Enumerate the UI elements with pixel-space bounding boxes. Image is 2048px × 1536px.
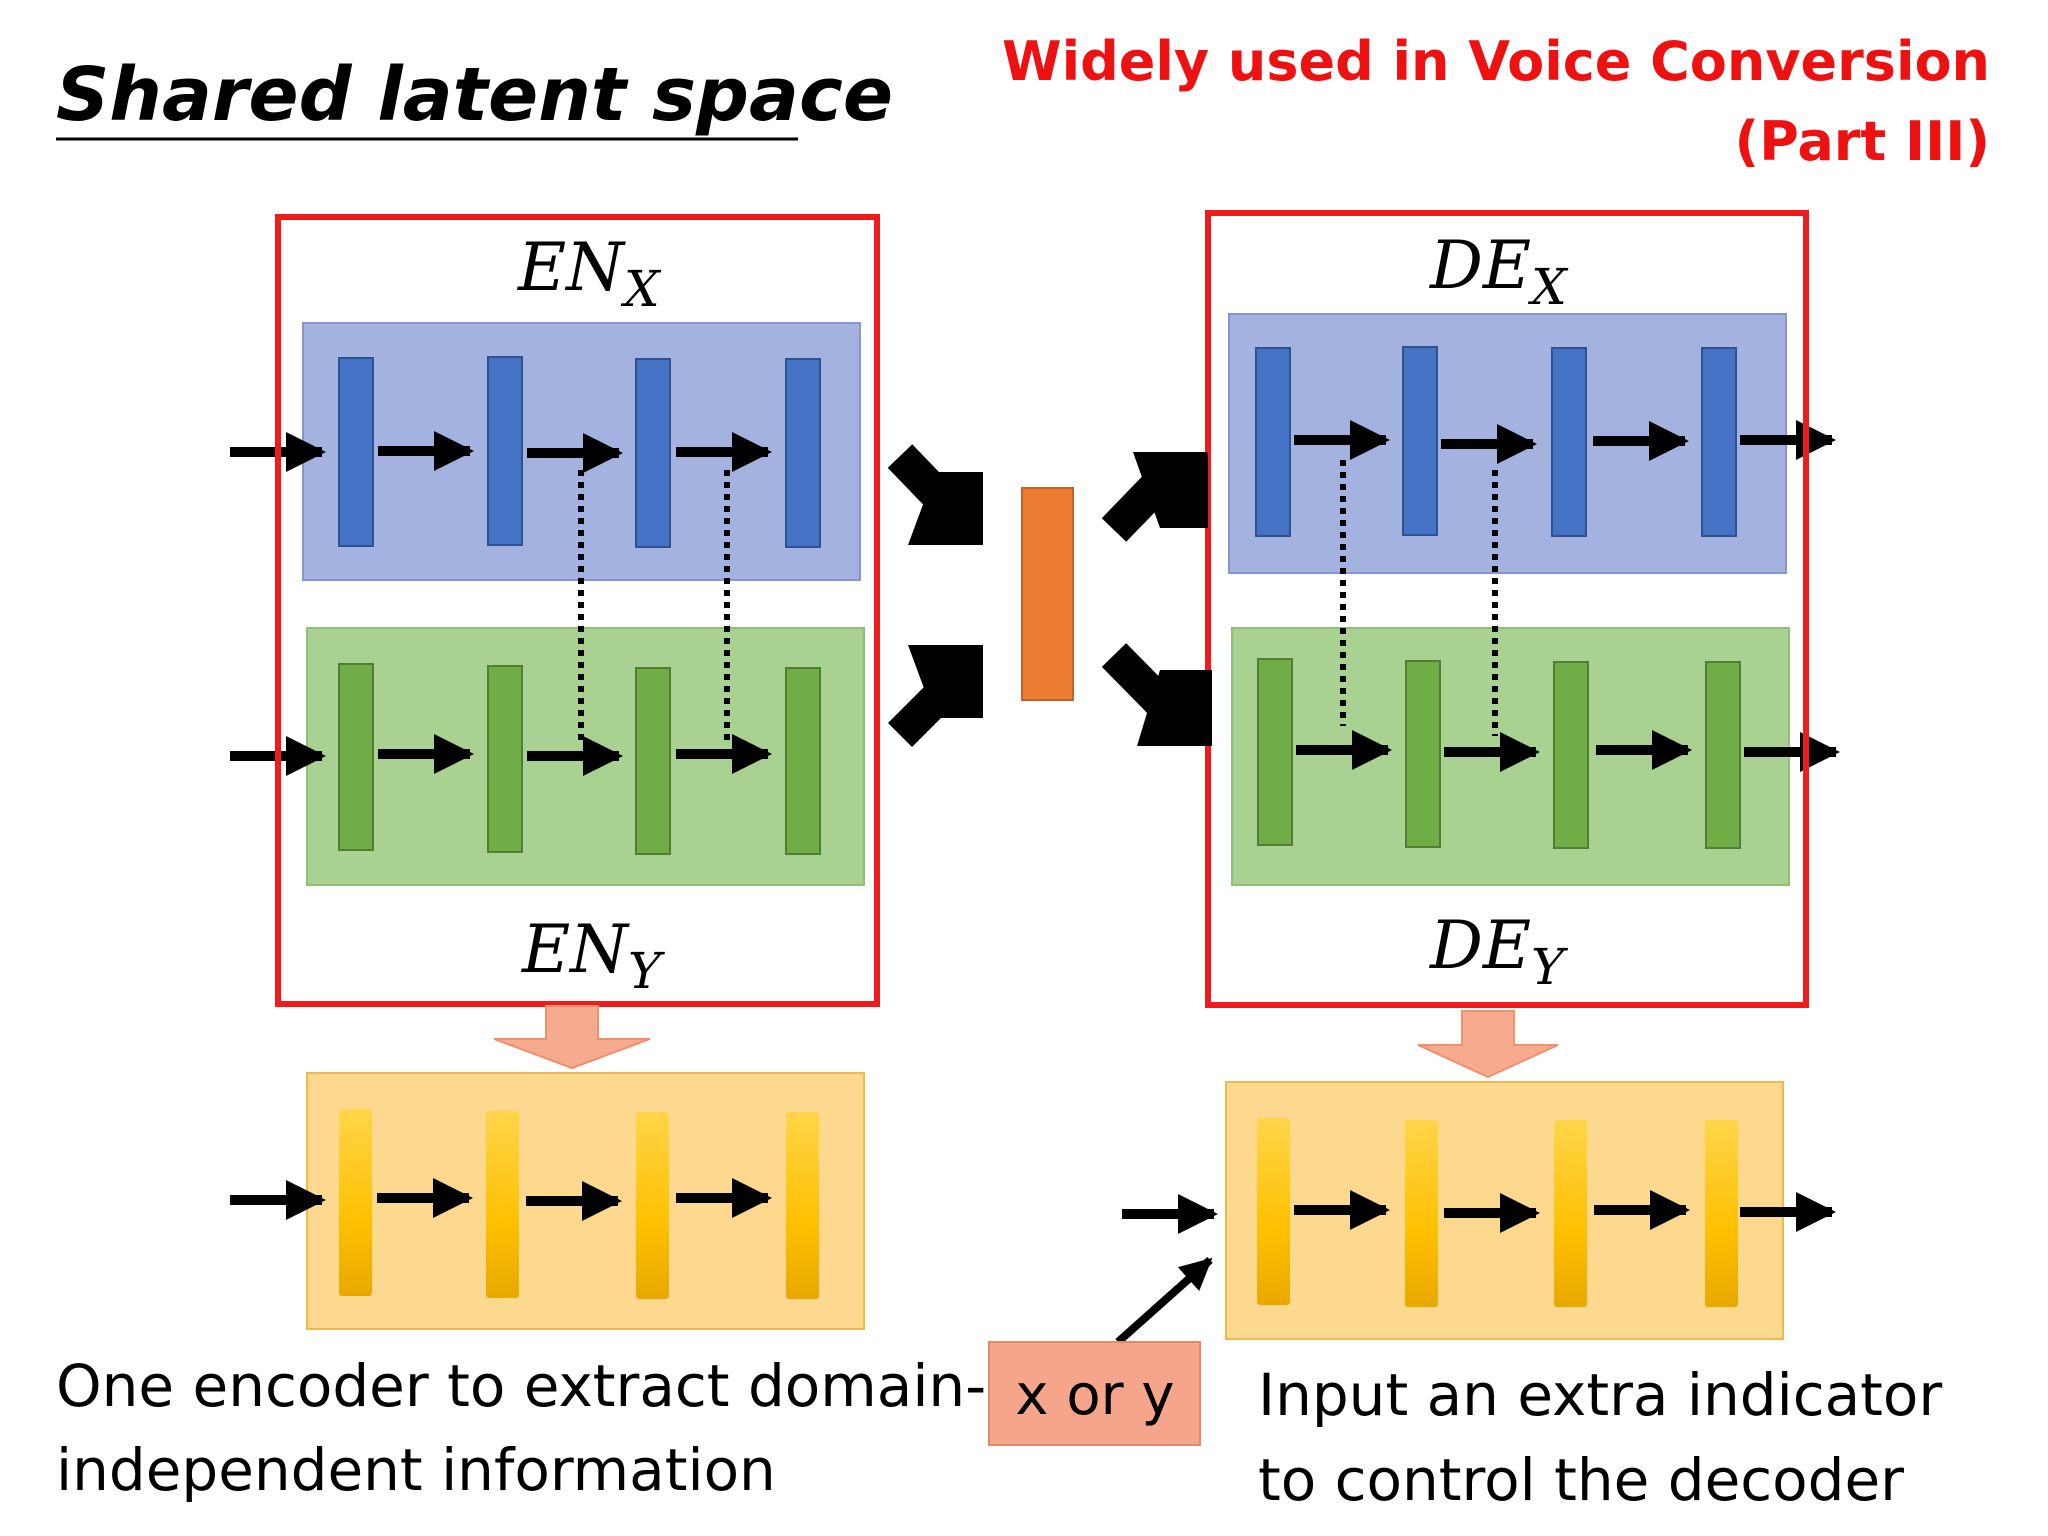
en-y-label-sub: Y — [628, 942, 665, 1000]
en-y-layer-3 — [635, 667, 671, 855]
decoder-caption-line2: to control the decoder — [1258, 1446, 1904, 1514]
de-y-label-main: DE — [1429, 907, 1531, 984]
de-x-label: DEX — [1429, 227, 1569, 316]
de-x-layer-3 — [1551, 347, 1587, 537]
usage-note-line1: Widely used in Voice Conversion — [1002, 30, 1990, 93]
decoder-caption-line1: Input an extra indicator — [1258, 1361, 1942, 1429]
de-x-label-main: DE — [1429, 227, 1531, 304]
de-x-label-sub: X — [1527, 258, 1569, 316]
single-encoder-layer-3 — [636, 1112, 669, 1299]
de-x-layer-1 — [1255, 347, 1291, 537]
block-arrow-eny-to-latent — [887, 645, 983, 748]
single-encoder-layer-1 — [339, 1109, 372, 1296]
de-y-layer-3 — [1553, 661, 1589, 849]
decoder-group: DEX DEY — [1205, 210, 1841, 1008]
de-x-layer-4 — [1701, 347, 1737, 537]
en-x-layer-2 — [487, 356, 523, 546]
single-decoder-layer-4 — [1705, 1120, 1738, 1307]
single-decoder — [1115, 1081, 1837, 1345]
en-y-layer-4 — [785, 667, 821, 855]
block-arrow-latent-to-dex — [1101, 452, 1208, 542]
en-y-label: ENY — [521, 911, 665, 1000]
single-encoder — [230, 1072, 865, 1330]
usage-note-line2: (Part III) — [1735, 110, 1990, 173]
de-y-layer-4 — [1705, 661, 1741, 849]
en-y-label-main: EN — [521, 911, 630, 988]
down-arrow-encoder — [493, 1005, 651, 1070]
latent-code — [1021, 487, 1074, 701]
en-y-layer-2 — [487, 665, 523, 853]
de-x-layer-2 — [1402, 346, 1438, 536]
de-y-label: DEY — [1429, 907, 1568, 996]
block-arrow-enx-to-latent — [887, 444, 983, 545]
single-decoder-layer-3 — [1554, 1120, 1587, 1307]
decoder-frame — [1205, 210, 1809, 1008]
en-x-label: ENX — [517, 229, 662, 318]
single-decoder-layer-2 — [1405, 1120, 1438, 1307]
encoder-group: ENX ENY — [230, 214, 880, 1007]
encoder-caption-line2: independent information — [56, 1436, 776, 1504]
en-x-layer-3 — [635, 358, 671, 548]
en-x-label-sub: X — [620, 260, 662, 318]
encoder-caption-line1: One encoder to extract domain- — [56, 1352, 986, 1420]
single-encoder-layer-4 — [786, 1112, 819, 1299]
single-encoder-layer-2 — [486, 1111, 519, 1298]
en-x-label-main: EN — [517, 229, 626, 306]
indicator-label: x or y — [1015, 1363, 1174, 1428]
block-arrow-latent-to-dey — [1101, 643, 1212, 746]
down-arrow-decoder — [1417, 1010, 1559, 1079]
page-title: Shared latent space — [56, 52, 893, 138]
indicator-box — [988, 1341, 1201, 1446]
en-x-layer-4 — [785, 358, 821, 548]
indicator-arrow — [1115, 1257, 1213, 1345]
de-y-label-sub: Y — [1531, 938, 1568, 996]
en-y-layer-1 — [338, 663, 374, 851]
single-decoder-layer-1 — [1257, 1118, 1290, 1305]
encoder-frame — [275, 214, 880, 1007]
de-y-layer-2 — [1405, 660, 1441, 848]
en-x-layer-1 — [338, 357, 374, 547]
de-y-layer-1 — [1257, 658, 1293, 846]
